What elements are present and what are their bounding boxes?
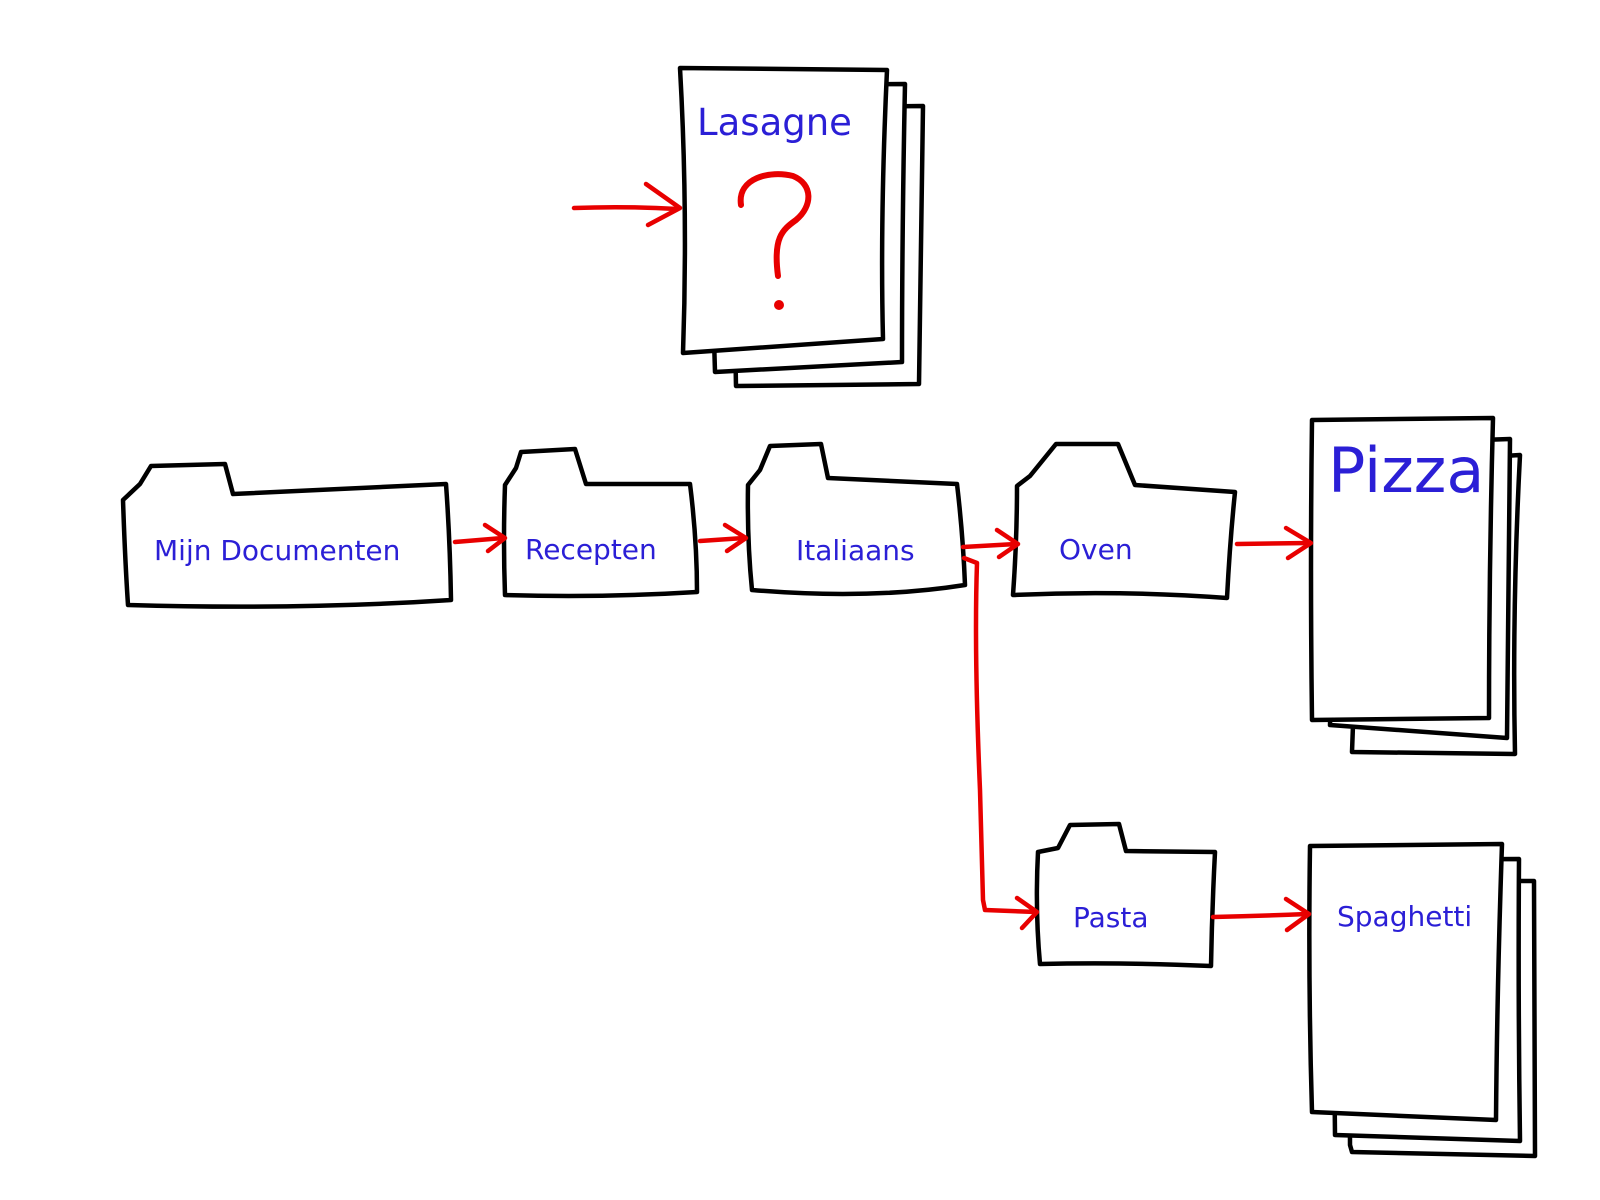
- folder-recepten-label: Recepten: [525, 533, 657, 566]
- arrow-recepten-to-italiaans: [697, 522, 749, 554]
- folder-pasta: Pasta: [1034, 821, 1218, 969]
- folder-italiaans-label: Italiaans: [796, 534, 915, 567]
- spaghetti-front-page: [1307, 841, 1505, 1123]
- spaghetti-label: Spaghetti: [1337, 900, 1472, 933]
- folder-oven: Oven: [1010, 441, 1238, 601]
- folder-mijn-documenten-shape: [120, 461, 454, 609]
- arrow-pasta-to-spaghetti: [1210, 896, 1312, 933]
- folder-oven-shape: [1010, 441, 1238, 601]
- folder-mijn-documenten: Mijn Documenten: [120, 461, 454, 609]
- folder-mijn-documenten-label: Mijn Documenten: [154, 534, 400, 567]
- folder-italiaans-shape: [745, 441, 968, 597]
- lasagne-label: Lasagne: [697, 101, 852, 144]
- arrow-italiaans-to-pasta: [961, 555, 1040, 931]
- lasagne-front-page: [677, 65, 890, 356]
- folder-pasta-shape: [1034, 821, 1218, 969]
- arrow-italiaans-to-oven: [960, 527, 1021, 560]
- arrow-oven-to-pizza: [1234, 525, 1314, 561]
- arrow-into-lasagne: [571, 181, 683, 228]
- folder-recepten-shape: [501, 446, 700, 599]
- lasagne-document-stack: Lasagne: [677, 65, 926, 389]
- arrow-mijn-documenten-to-recepten: [452, 522, 508, 554]
- spaghetti-document-stack: Spaghetti: [1307, 841, 1538, 1159]
- lasagne-mark-text: ?: [0, 0, 1, 1]
- pizza-label: Pizza: [1328, 434, 1484, 507]
- folder-italiaans: Italiaans: [745, 441, 968, 597]
- pizza-document-stack: Pizza: [1308, 415, 1523, 757]
- folder-oven-label: Oven: [1059, 533, 1133, 566]
- folder-pasta-label: Pasta: [1073, 901, 1149, 934]
- pizza-front-page: [1308, 415, 1496, 723]
- folder-recepten: Recepten: [501, 446, 700, 599]
- question-mark-icon: [737, 171, 812, 310]
